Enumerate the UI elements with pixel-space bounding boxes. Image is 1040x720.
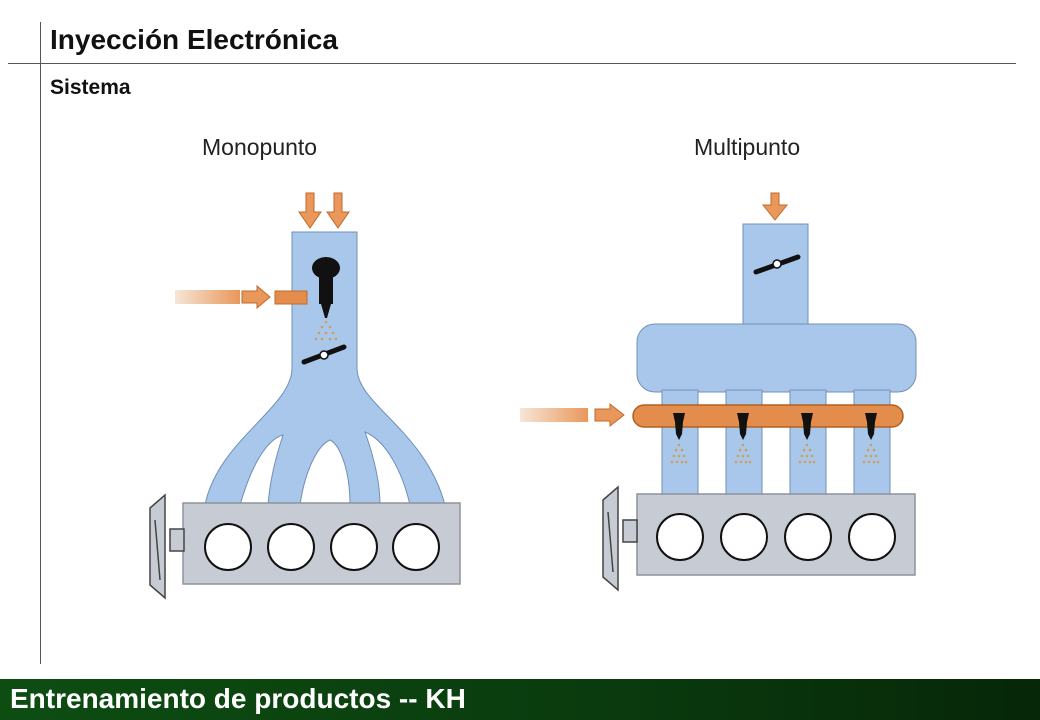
multipunto-intake-neck [742, 223, 809, 337]
left-vertical-rule [40, 22, 41, 664]
multipunto-plenum [636, 323, 917, 393]
page-title: Inyección Electrónica [50, 24, 338, 55]
injector-icon [801, 413, 813, 440]
page-subtitle: Sistema [50, 76, 131, 99]
monopunto-fuel-tail [175, 290, 240, 304]
monopunto-throttle-valve [301, 344, 347, 365]
injector-icon [737, 413, 749, 440]
monopunto-flywheel [149, 493, 185, 600]
injection-diagram [149, 192, 917, 600]
footer-text: Entrenamiento de productos -- KH [10, 683, 466, 714]
header-divider [8, 63, 1016, 64]
multipunto-flywheel [602, 485, 638, 592]
multipunto-fuel-tail [520, 408, 588, 422]
injector-icon [673, 413, 685, 440]
multipunto-throttle-valve [753, 254, 801, 275]
multipunto-air-arrow [761, 192, 789, 221]
multipunto-system [520, 192, 917, 592]
monopunto-air-arrows [298, 192, 350, 229]
monopunto-fuel-arrow [241, 284, 271, 310]
multipunto-label: Multipunto [694, 134, 801, 160]
multipunto-fuel-arrow [594, 402, 625, 428]
monopunto-fuel-spray [314, 320, 338, 341]
multipunto-fuel-rail [632, 404, 904, 428]
injector-icon [865, 413, 877, 440]
footer-bar: Entrenamiento de productos -- KH [0, 679, 1040, 720]
multipunto-injectors [673, 413, 877, 440]
multipunto-cylinders [656, 513, 896, 561]
monopunto-injector [312, 257, 340, 318]
monopunto-cylinders [204, 523, 440, 571]
multipunto-fuel-sprays [670, 443, 880, 464]
monopunto-fuel-inlet [274, 290, 308, 305]
monopunto-label: Monopunto [202, 134, 318, 160]
monopunto-system [149, 192, 461, 600]
